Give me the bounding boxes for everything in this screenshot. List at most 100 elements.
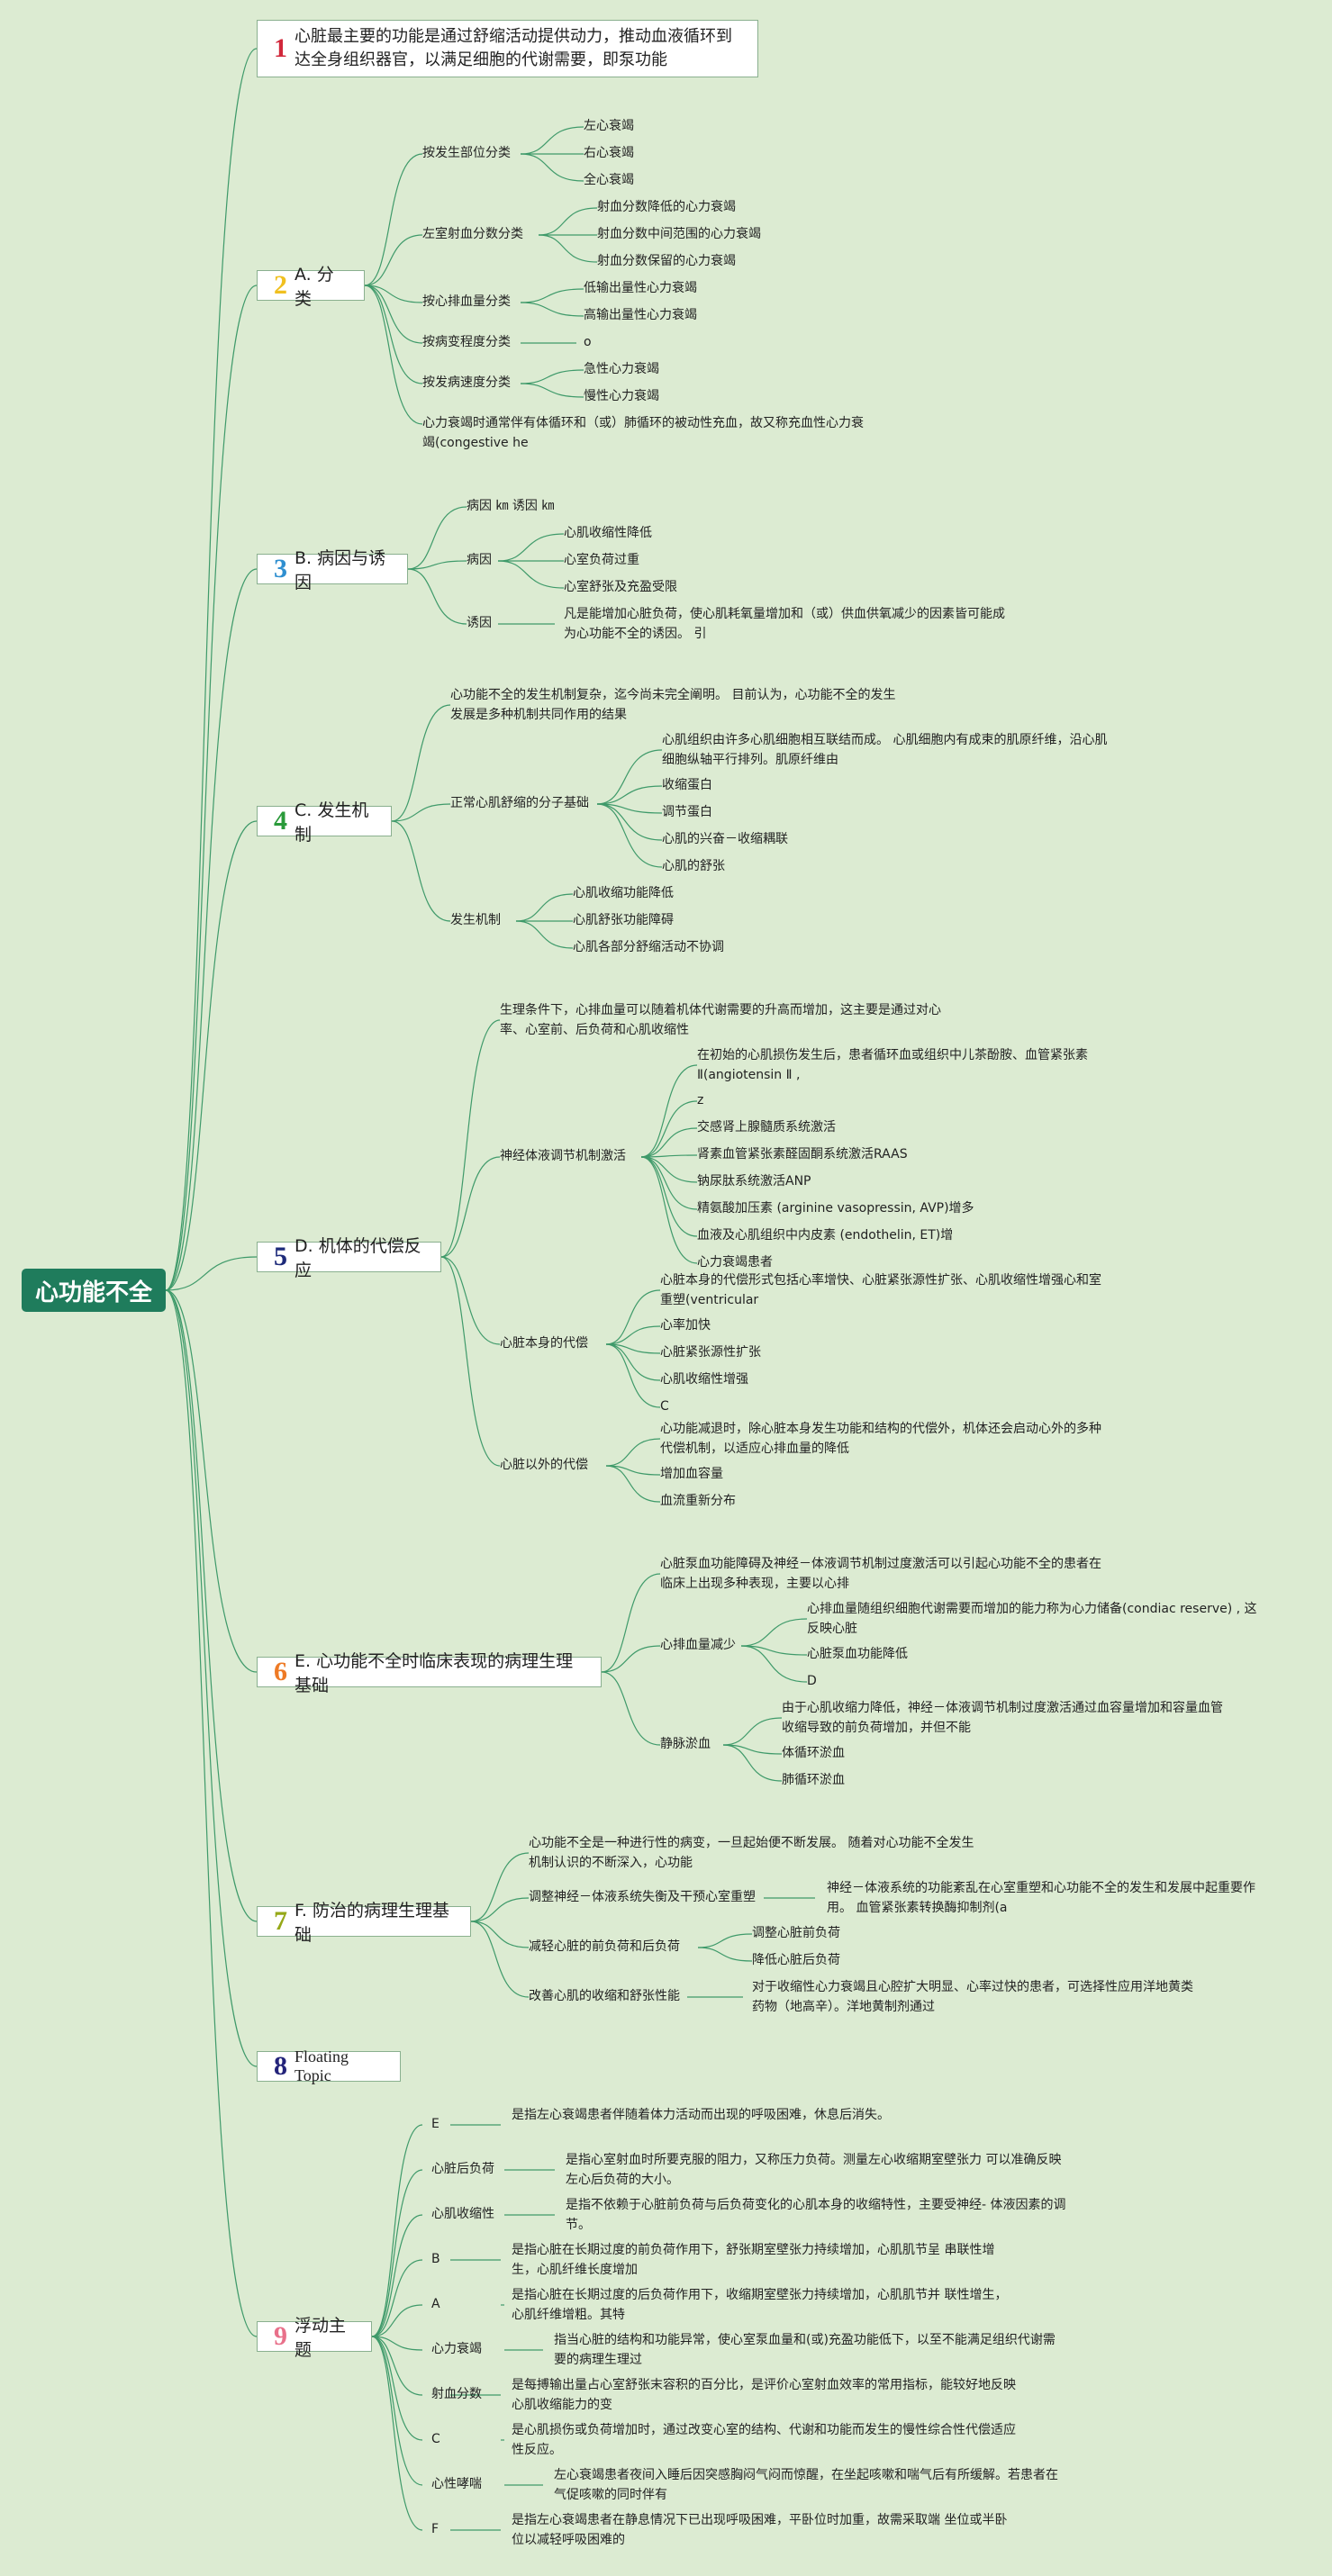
subtopic[interactable]: 改善心肌的收缩和舒张性能 (529, 1989, 680, 2003)
subtopic[interactable]: 神经体液调节机制激活 (500, 1149, 626, 1163)
leaf[interactable]: 心肌收缩性降低 (564, 526, 652, 540)
glossary-term[interactable]: C (431, 2432, 440, 2446)
subtopic-note[interactable]: 心功能不全是一种进行性的病变，一旦起始便不断发展。 随着对心功能不全发生机制认识… (529, 1836, 974, 1871)
leaf[interactable]: 心肌各部分舒缩活动不协调 (573, 940, 724, 954)
leaf[interactable]: 心肌收缩功能降低 (573, 886, 674, 900)
leaf[interactable]: 收缩蛋白 (662, 778, 712, 792)
glossary-definition[interactable]: 左心衰竭患者夜间入睡后因突感胸闷气闷而惊醒，在坐起咳嗽和喘气后有所缓解。若患者在… (554, 2468, 1058, 2503)
subtopic[interactable]: 病因 ㎞ 诱因 ㎞ (467, 499, 555, 513)
leaf[interactable]: 心率加快 (660, 1318, 711, 1333)
leaf[interactable]: 调整心脏前负荷 (752, 1926, 840, 1940)
leaf[interactable]: 心肌组织由许多心肌细胞相互联结而成。 心肌细胞内有成束的肌原纤维，沿心肌细胞纵轴… (662, 733, 1108, 768)
leaf[interactable]: 右心衰竭 (584, 146, 634, 160)
leaf[interactable]: o (584, 335, 592, 349)
topic-floating[interactable]: 8 Floating Topic (257, 2047, 401, 2084)
leaf[interactable]: 降低心脏后负荷 (752, 1953, 840, 1967)
leaf[interactable]: 高输出量性心力衰竭 (584, 308, 697, 322)
topic-pump-function[interactable]: 1 心脏最主要的功能是通过舒缩活动提供动力，推动血液循环到达全身组织器官，以满足… (257, 20, 758, 77)
subtopic-note[interactable]: 心脏泵血功能障碍及神经－体液调节机制过度激活可以引起心功能不全的患者在临床上出现… (660, 1557, 1101, 1592)
glossary-definition[interactable]: 是指心脏在长期过度的后负荷作用下，收缩期室壁张力持续增加，心肌肌节并 联性增生，… (512, 2288, 1008, 2323)
subtopic[interactable]: 心脏本身的代偿 (500, 1336, 588, 1351)
glossary-definition[interactable]: 是心肌损伤或负荷增加时，通过改变心室的结构、代谢和功能而发生的慢性综合性代偿适应… (512, 2423, 1016, 2458)
topic-classification[interactable]: 2 A. 分 类 (257, 265, 365, 309)
leaf[interactable]: 心肌的兴奋－收缩耦联 (662, 832, 788, 846)
leaf[interactable]: 交感肾上腺髓质系统激活 (697, 1120, 836, 1134)
glossary-term[interactable]: 心肌收缩性 (431, 2207, 494, 2221)
topic-etiology[interactable]: 3 B. 病因与诱因 (257, 548, 408, 592)
leaf[interactable]: 心脏紧张源性扩张 (660, 1345, 761, 1360)
subtopic[interactable]: 正常心肌舒缩的分子基础 (450, 796, 589, 810)
leaf[interactable]: 钠尿肽系统激活ANP (697, 1174, 811, 1189)
leaf[interactable]: 神经－体液系统的功能紊乱在心室重塑和心功能不全的发生和发展中起重要作用。 血管紧… (827, 1881, 1255, 1916)
subtopic[interactable]: 左室射血分数分类 (422, 227, 523, 241)
leaf[interactable]: 射血分数保留的心力衰竭 (597, 254, 736, 268)
topic-prevention[interactable]: 7 F. 防治的病理生理基础 (257, 1901, 471, 1945)
root-topic[interactable]: 心功能不全 (22, 1269, 166, 1312)
subtopic[interactable]: 按发生部位分类 (422, 146, 511, 160)
leaf[interactable]: 体循环淤血 (782, 1746, 845, 1760)
subtopic[interactable]: 按病变程度分类 (422, 335, 511, 349)
leaf[interactable]: 在初始的心肌损伤发生后，患者循环血或组织中儿茶酚胺、血管紧张素Ⅱ(angiote… (697, 1048, 1088, 1083)
leaf[interactable]: 血流重新分布 (660, 1494, 736, 1508)
glossary-term[interactable]: E (431, 2117, 439, 2131)
glossary-definition[interactable]: 是指心脏在长期过度的前负荷作用下，舒张期室壁张力持续增加，心肌肌节呈 串联性增生… (512, 2243, 995, 2278)
leaf[interactable]: 心肌收缩性增强 (660, 1372, 748, 1387)
subtopic[interactable]: 减轻心脏的前负荷和后负荷 (529, 1939, 680, 1954)
leaf[interactable]: z (697, 1093, 704, 1107)
leaf[interactable]: 慢性心力衰竭 (584, 389, 659, 403)
topic-clinical-basis[interactable]: 6 E. 心功能不全时临床表现的病理生理基础 (257, 1651, 602, 1695)
subtopic[interactable]: 病因 (467, 553, 492, 567)
glossary-definition[interactable]: 是指左心衰竭患者在静息情况下已出现呼吸困难，平卧位时加重，故需采取端 坐位或半卧… (512, 2513, 1008, 2548)
leaf[interactable]: 心肌的舒张 (662, 859, 725, 873)
glossary-definition[interactable]: 指当心脏的结构和功能异常，使心室泵血量和(或)充盈功能低下，以至不能满足组织代谢… (554, 2333, 1056, 2368)
glossary-term[interactable]: A (431, 2297, 440, 2311)
leaf[interactable]: 心室舒张及充盈受限 (564, 580, 677, 594)
glossary-definition[interactable]: 是每搏输出量占心室舒张末容积的百分比，是评价心室射血效率的常用指标，能较好地反映… (512, 2378, 1016, 2413)
leaf[interactable]: 心肌舒张功能障碍 (573, 913, 674, 927)
leaf[interactable]: 射血分数降低的心力衰竭 (597, 200, 736, 214)
leaf[interactable]: 心脏本身的代偿形式包括心率增快、心脏紧张源性扩张、心肌收缩性增强心和室重塑(ve… (660, 1273, 1101, 1308)
leaf[interactable]: 低输出量性心力衰竭 (584, 281, 697, 295)
leaf[interactable]: 肾素血管紧张素醛固酮系统激活RAAS (697, 1147, 908, 1161)
subtopic[interactable]: 心排血量减少 (660, 1638, 736, 1652)
leaf[interactable]: 心排血量随组织细胞代谢需要而增加的能力称为心力储备(condiac reserv… (807, 1602, 1257, 1637)
leaf[interactable]: D (807, 1674, 817, 1688)
subtopic[interactable]: 静脉淤血 (660, 1737, 711, 1751)
subtopic[interactable]: 发生机制 (450, 913, 501, 927)
leaf[interactable]: 全心衰竭 (584, 173, 634, 187)
subtopic-note[interactable]: 生理条件下，心排血量可以随着机体代谢需要的升高而增加，这主要是通过对心率、心室前… (500, 1003, 941, 1038)
subtopic[interactable]: 按发病速度分类 (422, 375, 511, 390)
glossary-term[interactable]: 射血分数 (431, 2387, 482, 2401)
leaf[interactable]: 心力衰竭患者 (697, 1255, 773, 1270)
subtopic[interactable]: 诱因 (467, 616, 492, 630)
leaf[interactable]: C (660, 1399, 669, 1414)
topic-floating-cn[interactable]: 9 浮动主题 (257, 2316, 372, 2360)
subtopic[interactable]: 按心排血量分类 (422, 294, 511, 309)
subtopic-note[interactable]: 心力衰竭时通常伴有体循环和（或）肺循环的被动性充血，故又称充血性心力衰竭(con… (422, 416, 864, 451)
glossary-definition[interactable]: 是指心室射血时所要克服的阻力，又称压力负荷。测量左心收缩期室壁张力 可以准确反映… (566, 2153, 1062, 2188)
glossary-term[interactable]: 心力衰竭 (431, 2342, 482, 2356)
leaf[interactable]: 急性心力衰竭 (584, 362, 659, 376)
topic-compensation[interactable]: 5 D. 机体的代偿反应 (257, 1236, 441, 1280)
leaf[interactable]: 精氨酸加压素 (arginine vasopressin, AVP)增多 (697, 1201, 974, 1216)
subtopic[interactable]: 调整神经－体液系统失衡及干预心室重塑 (529, 1890, 756, 1904)
leaf[interactable]: 血液及心肌组织中内皮素 (endothelin, ET)增 (697, 1228, 954, 1243)
leaf[interactable]: 心脏泵血功能降低 (807, 1647, 908, 1661)
leaf[interactable]: 左心衰竭 (584, 119, 634, 133)
glossary-definition[interactable]: 是指左心衰竭患者伴随着体力活动而出现的呼吸困难，休息后消失。 (512, 2108, 890, 2122)
leaf[interactable]: 射血分数中间范围的心力衰竭 (597, 227, 761, 241)
glossary-term[interactable]: F (431, 2522, 439, 2536)
glossary-definition[interactable]: 是指不依赖于心脏前负荷与后负荷变化的心肌本身的收缩特性，主要受神经- 体液因素的… (566, 2198, 1066, 2233)
leaf[interactable]: 凡是能增加心脏负荷，使心肌耗氧量增加和（或）供血供氧减少的因素皆可能成为心功能不… (564, 607, 1005, 642)
glossary-term[interactable]: 心脏后负荷 (431, 2162, 494, 2176)
subtopic[interactable]: 心脏以外的代偿 (500, 1458, 588, 1472)
leaf[interactable]: 心室负荷过重 (564, 553, 639, 567)
leaf[interactable]: 肺循环淤血 (782, 1773, 845, 1787)
leaf[interactable]: 增加血容量 (660, 1467, 723, 1481)
leaf[interactable]: 对于收缩性心力衰竭且心腔扩大明显、心率过快的患者，可选择性应用洋地黄类药物（地高… (752, 1980, 1193, 2015)
topic-mechanism[interactable]: 4 C. 发生机制 (257, 800, 392, 845)
leaf[interactable]: 由于心肌收缩力降低，神经－体液调节机制过度激活通过血容量增加和容量血管收缩导致的… (782, 1701, 1223, 1736)
leaf[interactable]: 调节蛋白 (662, 805, 712, 819)
glossary-term[interactable]: 心性哮喘 (431, 2477, 482, 2491)
subtopic-note[interactable]: 心功能不全的发生机制复杂，迄今尚未完全阐明。 目前认为，心功能不全的发生发展是多… (450, 688, 896, 723)
